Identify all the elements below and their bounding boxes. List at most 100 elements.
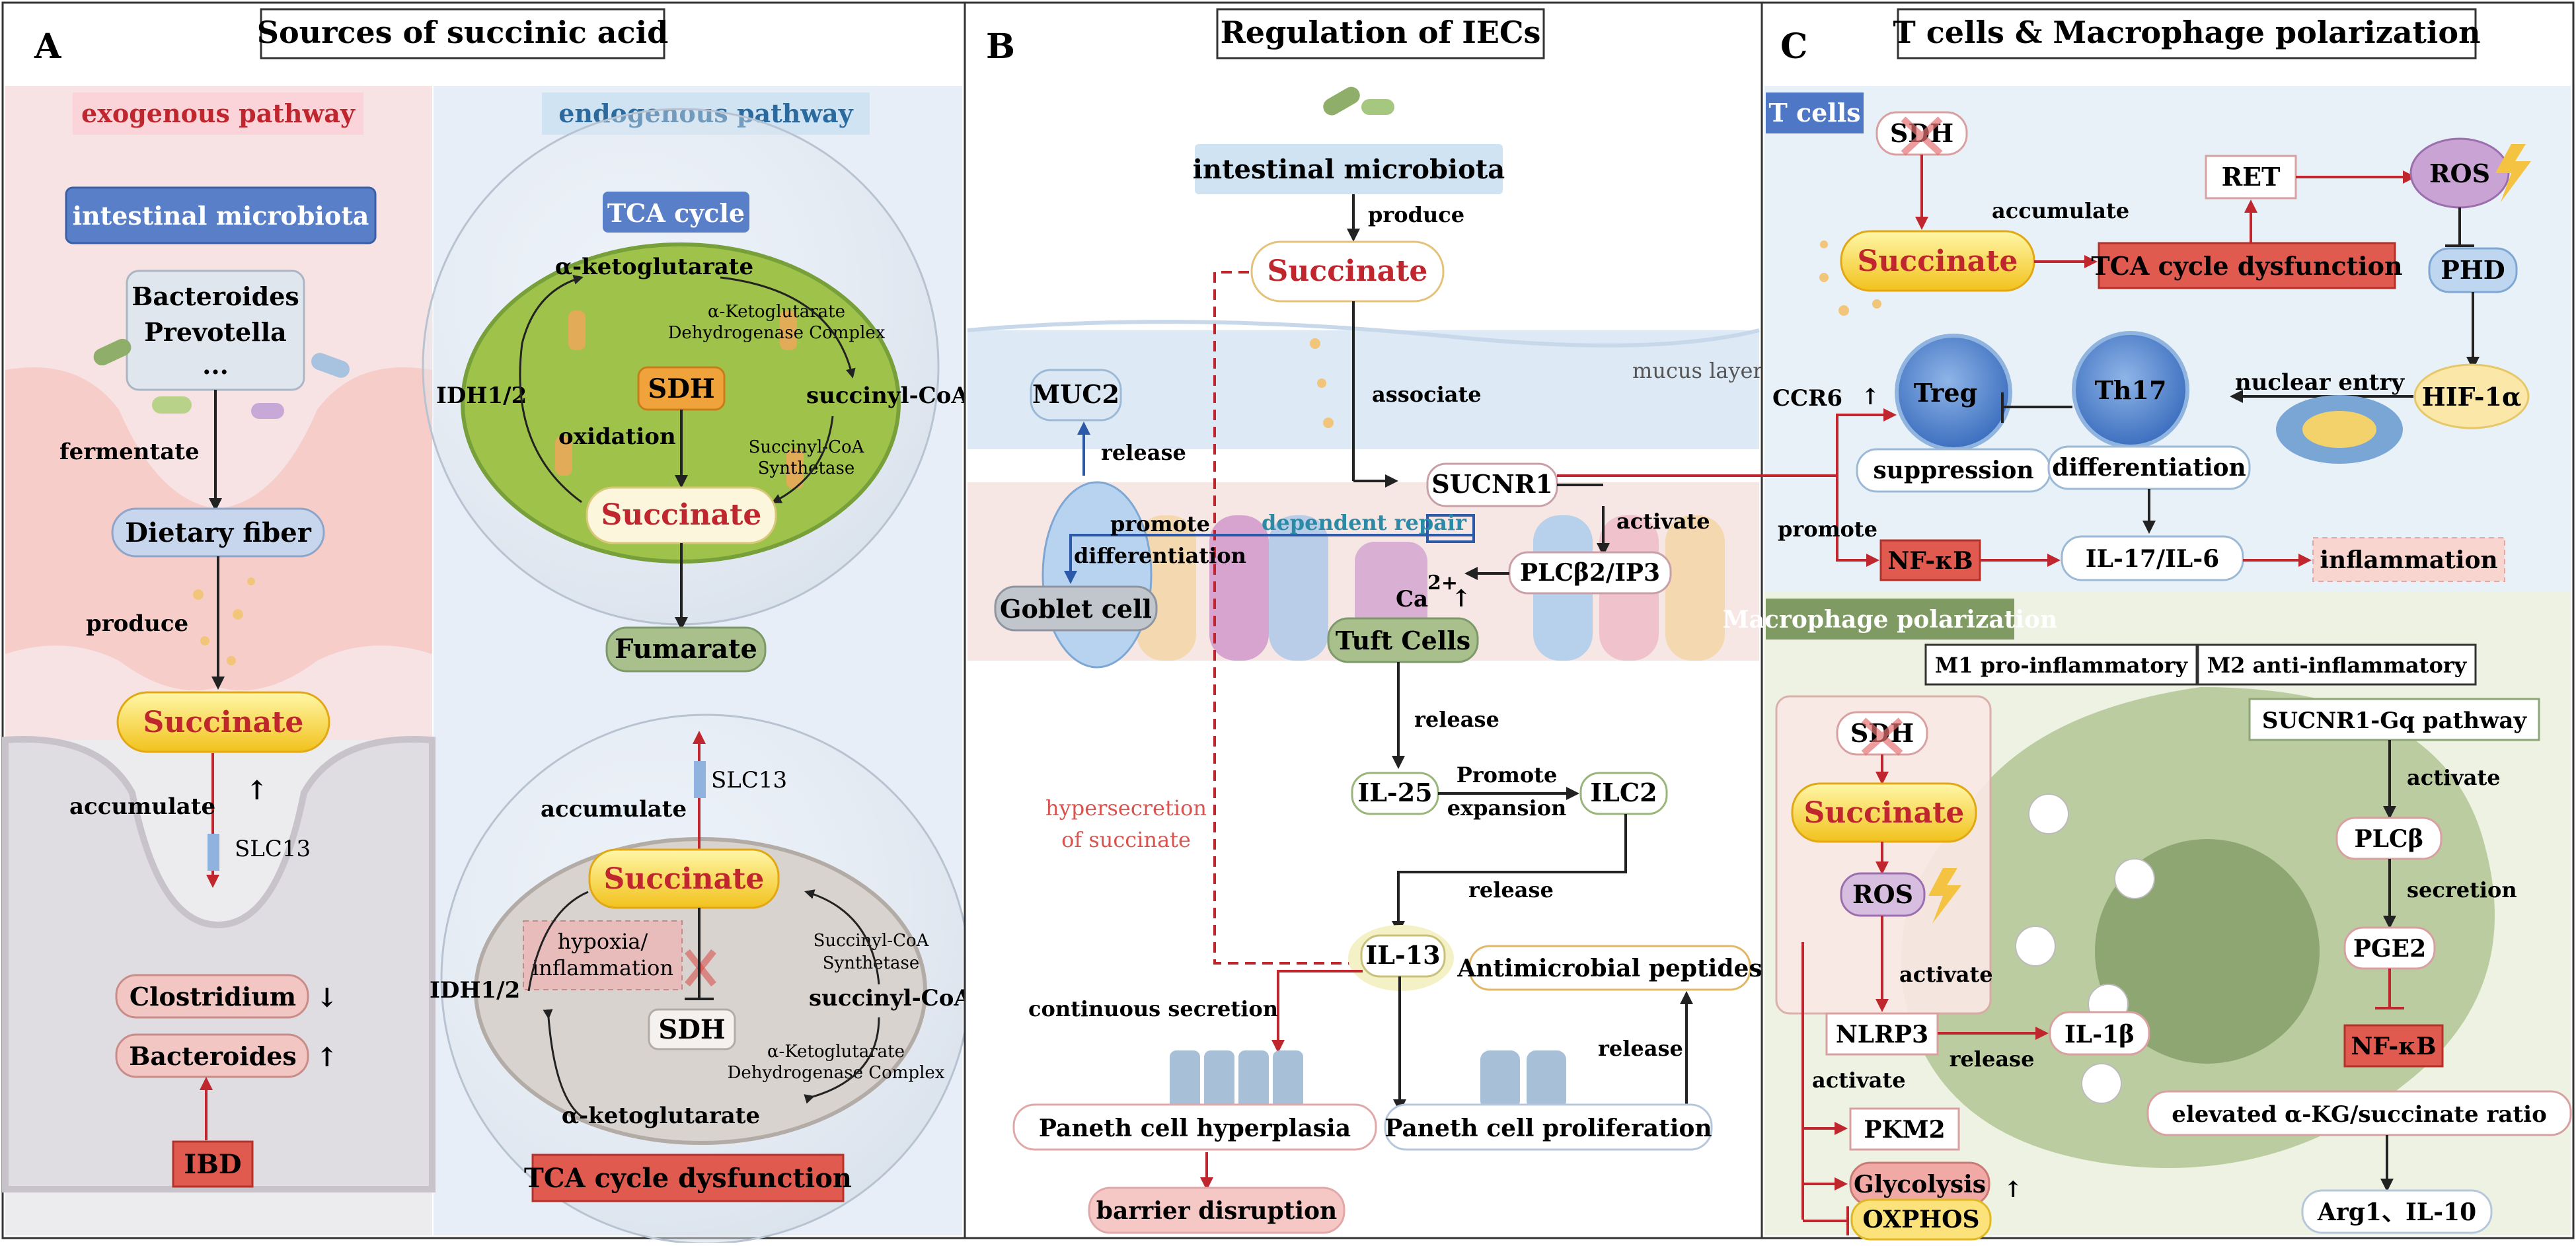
svg-text:activate: activate: [1812, 1068, 1906, 1093]
svg-text:α-Ketoglutarate: α-Ketoglutarate: [708, 302, 845, 322]
svg-text:Glycolysis: Glycolysis: [1854, 1171, 1986, 1198]
panel-b-letter: B: [986, 26, 1015, 67]
bacteria-icon: [93, 338, 350, 419]
svg-text:Clostridium: Clostridium: [130, 982, 296, 1011]
svg-text:activate: activate: [2407, 765, 2501, 790]
svg-text:Promote: Promote: [1457, 762, 1558, 788]
lightning-icon: [1928, 868, 1961, 924]
goblet-cell-box: [994, 585, 1158, 632]
svg-text:↑: ↑: [1451, 585, 1471, 612]
svg-text:exogenous pathway: exogenous pathway: [81, 98, 356, 128]
svg-text:Macrophage polarization: Macrophage polarization: [1723, 606, 2057, 634]
svg-text:...: ...: [202, 350, 229, 380]
il1b-box: [2049, 1011, 2150, 1056]
m1-label: [1924, 643, 2198, 686]
svg-text:TCA cycle: TCA cycle: [607, 198, 745, 228]
svg-text:inflammation: inflammation: [532, 955, 673, 980]
svg-text:Th17: Th17: [2095, 375, 2167, 405]
panel-b-title: Regulation of IECs: [1221, 15, 1541, 50]
svg-text:barrier disruption: barrier disruption: [1096, 1197, 1337, 1225]
macrophage-nucleus: [2095, 839, 2320, 1064]
clostridium-box: [115, 974, 309, 1019]
tca-dysfunction-box-a: [531, 1154, 845, 1202]
t-cells-label: [1766, 92, 1864, 133]
svg-text:↓: ↓: [316, 982, 338, 1013]
exogenous-pathway-label: [73, 92, 363, 135]
tca-cycle-box: [603, 192, 749, 233]
svg-text:Paneth cell hyperplasia: Paneth cell hyperplasia: [1039, 1115, 1351, 1142]
svg-text:Antimicrobial peptides: Antimicrobial peptides: [1457, 955, 1762, 982]
svg-text:Prevotella: Prevotella: [144, 317, 286, 347]
svg-text:IL-13: IL-13: [1365, 940, 1440, 970]
svg-text:PHD: PHD: [2441, 255, 2505, 285]
muc2-box: [1030, 369, 1122, 421]
slc13-transporter-icon: [694, 761, 706, 798]
panel-a-title: Sources of succinic acid: [257, 15, 668, 50]
svg-text:activate: activate: [1616, 509, 1710, 534]
svg-text:fermentate: fermentate: [59, 439, 200, 465]
svg-text:IBD: IBD: [184, 1149, 241, 1180]
svg-text:suppression: suppression: [1873, 457, 2033, 484]
svg-text:expansion: expansion: [1447, 795, 1567, 821]
svg-text:activate: activate: [1899, 962, 1993, 987]
svg-text:release: release: [1101, 440, 1186, 465]
svg-text:Dehydrogenase Complex: Dehydrogenase Complex: [668, 323, 886, 343]
dependent-repair-arrow: [1064, 515, 1475, 584]
svg-text:↑: ↑: [246, 775, 268, 806]
svg-text:IL-17/IL-6: IL-17/IL-6: [2086, 545, 2219, 573]
svg-text:SLC13: SLC13: [235, 836, 311, 862]
svg-text:IL-1β: IL-1β: [2065, 1021, 2135, 1048]
tca-dysfunction-box-c: [2098, 242, 2396, 289]
paneth-proliferation-box: [1384, 1103, 1713, 1151]
nfkb-box-macrophage: [2343, 1024, 2444, 1068]
svg-text:↑: ↑: [2004, 1177, 2023, 1203]
svg-text:of succinate: of succinate: [1061, 827, 1191, 852]
svg-text:Succinate: Succinate: [1804, 796, 1965, 830]
svg-text:OXPHOS: OXPHOS: [1862, 1206, 1979, 1233]
svg-text:ROS: ROS: [1852, 879, 1913, 909]
svg-text:Synthetase: Synthetase: [823, 953, 920, 973]
svg-text:differentiation: differentiation: [2052, 454, 2246, 482]
svg-text:succinyl-CoA: succinyl-CoA: [806, 383, 969, 409]
svg-text:SDH: SDH: [658, 1014, 725, 1045]
inflammation-box: [2312, 537, 2505, 582]
svg-text:ILC2: ILC2: [1590, 778, 1657, 807]
svg-text:Dehydrogenase Complex: Dehydrogenase Complex: [728, 1063, 945, 1083]
goblet-cell-illustration: [1042, 481, 1153, 669]
svg-text:α-Ketoglutarate: α-Ketoglutarate: [767, 1042, 905, 1062]
il13-box: [1360, 934, 1446, 978]
svg-text:RET: RET: [2222, 162, 2281, 192]
svg-text:release: release: [1598, 1036, 1683, 1061]
svg-text:PGE2: PGE2: [2353, 935, 2426, 963]
svg-text:intestinal microbiota: intestinal microbiota: [1193, 154, 1505, 185]
ret-box: [2205, 155, 2297, 200]
succinate-particles: [193, 577, 255, 665]
svg-text:Succinyl-CoA: Succinyl-CoA: [749, 437, 865, 457]
microbiota-icon: [1323, 87, 1394, 116]
svg-text:Tuft Cells: Tuft Cells: [1336, 626, 1470, 655]
svg-text:NF-κB: NF-κB: [2351, 1033, 2436, 1060]
svg-text:CCR6: CCR6: [1772, 385, 1842, 412]
svg-text:Dietary fiber: Dietary fiber: [125, 517, 311, 548]
panel-a-letter: A: [34, 26, 61, 67]
svg-text:Paneth cell proliferation: Paneth cell proliferation: [1384, 1115, 1712, 1142]
intestinal-microbiota-box: [65, 186, 377, 244]
svg-text:M2 anti-inflammatory: M2 anti-inflammatory: [2207, 653, 2468, 678]
svg-text:oxidation: oxidation: [558, 423, 676, 450]
svg-text:associate: associate: [1372, 382, 1482, 407]
svg-text:Bacteroides: Bacteroides: [129, 1041, 297, 1071]
svg-text:Succinate: Succinate: [143, 706, 304, 739]
svg-text:↑: ↑: [1861, 384, 1880, 410]
svg-text:Synthetase: Synthetase: [758, 458, 855, 478]
svg-text:hypersecretion: hypersecretion: [1045, 795, 1207, 821]
pkm2-box: [1849, 1107, 1960, 1151]
svg-text:continuous secretion: continuous secretion: [1028, 996, 1278, 1021]
svg-text:promote: promote: [1778, 517, 1877, 542]
svg-text:Ca: Ca: [1396, 586, 1428, 612]
svg-text:produce: produce: [1368, 202, 1464, 227]
svg-text:TCA cycle dysfunction: TCA cycle dysfunction: [2091, 251, 2402, 281]
inhibited-icon: [1901, 116, 1943, 156]
svg-text:Bacteroides: Bacteroides: [132, 281, 299, 311]
m2-label: [2197, 643, 2477, 686]
